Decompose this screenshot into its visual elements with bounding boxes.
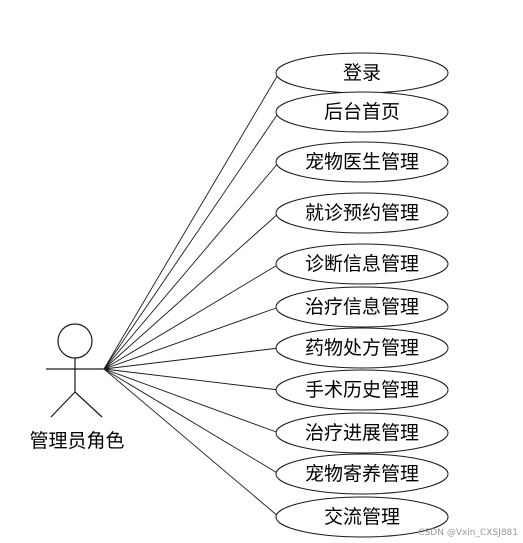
actor-head: [57, 323, 93, 359]
use-case: 宠物寄养管理: [275, 453, 449, 495]
use-case-ellipse: [275, 327, 449, 369]
actor: 管理员角色: [29, 323, 125, 452]
use-case-label: 手术历史管理: [305, 379, 419, 401]
use-cases: 登录后台首页宠物医生管理就诊预约管理诊断信息管理治疗信息管理药物处方管理手术历史…: [275, 52, 449, 538]
use-case: 手术历史管理: [275, 369, 449, 411]
use-case-label: 就诊预约管理: [305, 202, 419, 224]
association-line: [103, 263, 280, 370]
use-case: 交流管理: [275, 496, 449, 538]
use-case-label: 后台首页: [324, 101, 400, 123]
use-case-label: 药物处方管理: [305, 337, 419, 359]
association-line: [103, 306, 280, 370]
association-line: [103, 368, 280, 391]
use-case: 治疗信息管理: [275, 286, 449, 328]
use-case-ellipse: [275, 369, 449, 411]
use-case-label: 诊断信息管理: [305, 253, 419, 275]
use-case: 后台首页: [275, 91, 449, 133]
use-case-label: 宠物寄养管理: [305, 463, 419, 485]
use-case-label: 登录: [343, 62, 381, 84]
use-case-label: 治疗进展管理: [305, 422, 419, 444]
use-case-ellipse: [275, 286, 449, 328]
association-lines: [103, 72, 280, 518]
actor-left-leg: [50, 391, 76, 418]
use-case: 登录: [275, 52, 449, 94]
use-case: 就诊预约管理: [275, 192, 449, 234]
use-case-ellipse: [275, 192, 449, 234]
actor-right-leg: [74, 391, 103, 418]
association-line: [103, 368, 280, 434]
use-case-ellipse: [275, 243, 449, 285]
use-case-ellipse: [275, 91, 449, 133]
association-line: [103, 161, 280, 370]
use-case-label: 交流管理: [324, 506, 400, 528]
use-case-label: 宠物医生管理: [305, 151, 419, 173]
use-case-ellipse: [275, 453, 449, 495]
watermark: CSDN @Vxin_CXSJ881: [418, 528, 518, 538]
use-case-label: 治疗信息管理: [305, 296, 419, 318]
association-line: [103, 347, 280, 370]
use-case-ellipse: [275, 496, 449, 538]
association-line: [103, 368, 280, 475]
association-line: [103, 368, 280, 518]
use-case-ellipse: [275, 412, 449, 454]
use-case: 药物处方管理: [275, 327, 449, 369]
actor-label: 管理员角色: [29, 430, 124, 452]
use-case: 宠物医生管理: [275, 141, 449, 183]
association-line: [103, 212, 280, 370]
use-case-ellipse: [275, 141, 449, 183]
use-case: 诊断信息管理: [275, 243, 449, 285]
association-line: [103, 111, 280, 370]
association-line: [103, 72, 280, 370]
use-case: 治疗进展管理: [275, 412, 449, 454]
